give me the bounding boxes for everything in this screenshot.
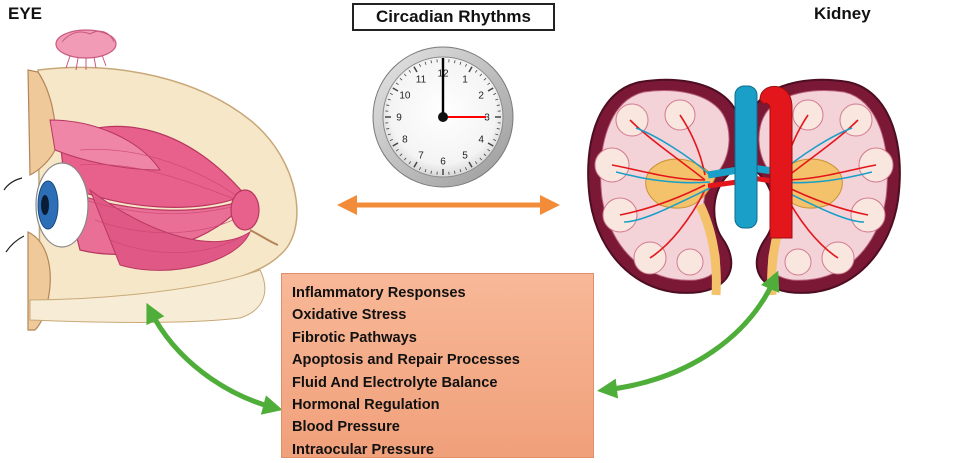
clock: 121234567891011 <box>372 46 514 188</box>
clock-tick <box>419 63 421 67</box>
clock-number: 6 <box>440 157 446 168</box>
clock-tick <box>493 139 497 141</box>
clock-tick <box>483 77 487 81</box>
factor-item: Fibrotic Pathways <box>292 329 417 346</box>
clock-tick <box>454 60 456 64</box>
clock-tick <box>459 61 462 65</box>
clock-tick <box>487 142 494 147</box>
clock-number: 10 <box>399 91 411 102</box>
clock-tick <box>479 73 483 77</box>
clock-tick <box>419 167 421 171</box>
clock-tick <box>430 170 432 174</box>
clock-tick <box>403 157 407 161</box>
eye-factors-arrow <box>146 302 283 415</box>
clock-tick <box>496 104 500 106</box>
clock-tick <box>468 161 473 168</box>
clock-tick <box>475 161 478 165</box>
clock-tick <box>395 149 399 152</box>
clock-number: 8 <box>402 135 408 146</box>
clock-tick <box>487 82 491 85</box>
clock-tick <box>408 161 411 165</box>
clock-tick <box>465 167 467 171</box>
clock-tick <box>386 104 390 106</box>
circadian-title: Circadian Rhythms <box>376 7 531 26</box>
clock-tick <box>387 133 391 136</box>
clock-tick <box>424 61 427 65</box>
clock-tick <box>399 153 403 157</box>
kidney-illustration <box>587 78 901 296</box>
clock-tick <box>475 69 478 73</box>
factor-item: Inflammatory Responses <box>292 285 466 301</box>
clock-tick <box>413 66 418 73</box>
factor-item: Hormonal Regulation <box>292 397 440 414</box>
clock-tick <box>487 149 491 152</box>
clock-tick <box>495 133 499 136</box>
clock-tick <box>395 82 399 85</box>
factor-item: Blood Pressure <box>292 419 400 436</box>
clock-tick <box>386 128 390 130</box>
circadian-title-box: Circadian Rhythms <box>352 3 555 31</box>
clock-number: 11 <box>416 74 427 85</box>
clock-number: 2 <box>478 91 484 102</box>
clock-tick <box>389 139 393 141</box>
clock-tick <box>424 169 427 173</box>
kidney-factors-arrow <box>597 270 780 399</box>
clock-number: 7 <box>418 151 424 162</box>
factor-item: Apoptosis and Repair Processes <box>292 352 520 369</box>
clock-tick <box>465 63 467 67</box>
factor-item: Intraocular Pressure <box>292 441 434 458</box>
clock-tick <box>408 69 411 73</box>
clock-tick <box>495 98 499 101</box>
clock-tick <box>454 170 456 174</box>
eye-label: EYE <box>8 4 43 23</box>
clock-tick <box>403 73 407 77</box>
clock-tick <box>413 161 418 168</box>
clock-center <box>438 112 448 122</box>
clock-tick <box>487 87 494 92</box>
clock-tick <box>399 77 403 81</box>
clock-tick <box>468 66 473 73</box>
factor-item: Oxidative Stress <box>292 307 407 324</box>
clock-tick <box>389 93 393 95</box>
clock-tick <box>430 60 432 64</box>
clock-number: 4 <box>478 135 484 146</box>
clock-number: 5 <box>462 151 468 162</box>
clock-tick <box>496 128 500 130</box>
eye-illustration <box>3 29 298 331</box>
clock-number: 1 <box>462 74 468 85</box>
kidney-label: Kidney <box>814 4 871 23</box>
clock-number: 3 <box>484 113 490 124</box>
factor-item: Fluid And Electrolyte Balance <box>292 374 498 391</box>
clock-tick <box>392 142 399 147</box>
clock-tick <box>493 93 497 95</box>
clock-number: 9 <box>396 113 402 124</box>
clock-tick <box>479 157 483 161</box>
clock-tick <box>387 98 391 101</box>
clock-tick <box>392 87 399 92</box>
clock-tick <box>483 153 487 157</box>
clock-tick <box>459 169 462 173</box>
mechanisms-box: Inflammatory Responses Oxidative Stress … <box>281 273 594 458</box>
